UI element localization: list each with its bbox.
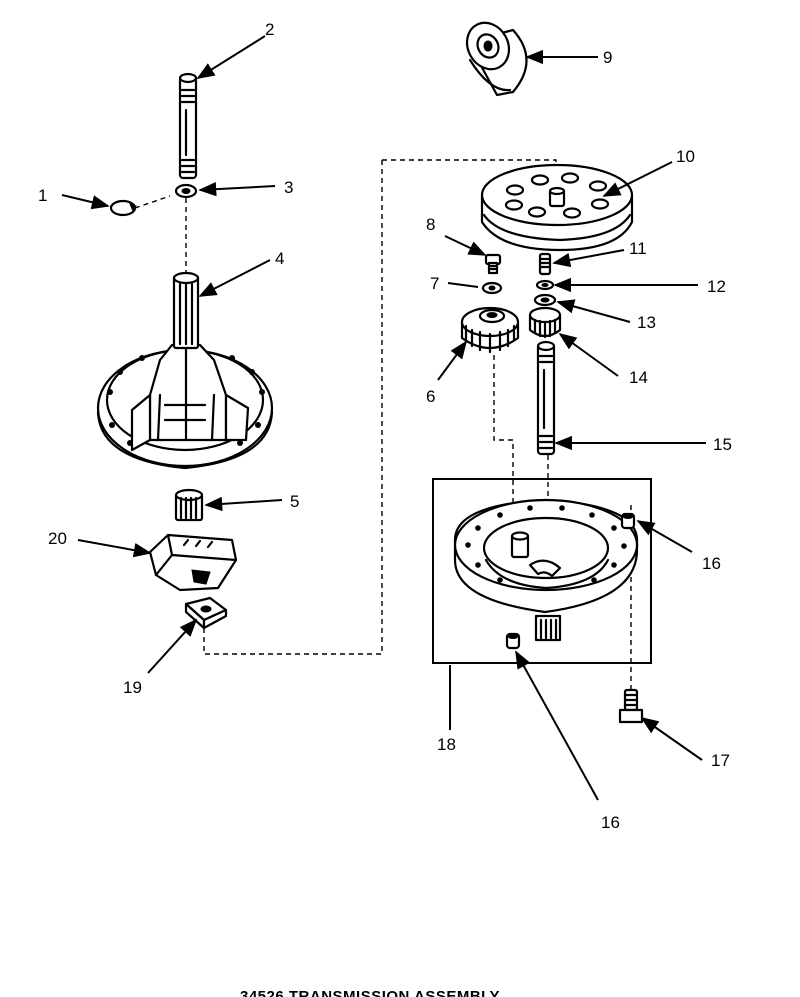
part-1-retaining-ring	[109, 199, 137, 217]
diagram-title: 34526 TRANSMISSION ASSEMBLY	[240, 988, 500, 997]
part-17-bolt	[618, 688, 644, 724]
callout-15: 15	[713, 435, 732, 454]
callout-18: 18	[437, 735, 456, 754]
callout-numbers: 1 2 3 4 5 20 19 9 10 8 11 7 12 13 14 6 1…	[38, 20, 732, 832]
callout-2: 2	[265, 20, 274, 39]
part-18-gear-case	[432, 478, 652, 664]
leader-lines	[61, 35, 706, 801]
part-6-gear	[460, 306, 520, 354]
part-8-screw	[484, 253, 502, 275]
part-9-sleeve	[465, 21, 528, 97]
callout-19: 19	[123, 678, 142, 697]
callout-16-right: 16	[702, 554, 721, 573]
callout-4: 4	[275, 249, 284, 268]
callout-1: 1	[38, 186, 47, 205]
part-20-shifter	[148, 533, 238, 592]
callout-9: 9	[603, 48, 612, 67]
part-7-washer	[481, 281, 503, 295]
part-15-shaft	[536, 340, 556, 456]
callout-11: 11	[629, 239, 647, 258]
part-2-shaft	[178, 72, 198, 180]
part-13-washer	[533, 293, 557, 307]
part-3-washer	[174, 183, 198, 199]
part-19-square-nut	[184, 596, 228, 630]
part-11-screw	[538, 252, 552, 276]
callout-12: 12	[707, 277, 726, 296]
callout-14: 14	[629, 368, 648, 387]
part-4-transmission-housing	[96, 271, 274, 470]
callout-16-bottom: 16	[601, 813, 620, 832]
callout-20: 20	[48, 529, 67, 548]
callout-7: 7	[430, 274, 439, 293]
callout-6: 6	[426, 387, 435, 406]
part-12-washer	[535, 279, 555, 291]
part-16-pin-right	[620, 512, 636, 530]
callout-8: 8	[426, 215, 435, 234]
callout-3: 3	[284, 178, 293, 197]
part-14-pinion	[528, 306, 562, 339]
callout-5: 5	[290, 492, 299, 511]
part-16-pin-bottom	[505, 632, 521, 650]
part-10-pulley	[480, 163, 634, 252]
callout-10: 10	[676, 147, 695, 166]
callout-17: 17	[711, 751, 730, 770]
part-5-pinion-gear	[174, 488, 204, 522]
callout-13: 13	[637, 313, 656, 332]
